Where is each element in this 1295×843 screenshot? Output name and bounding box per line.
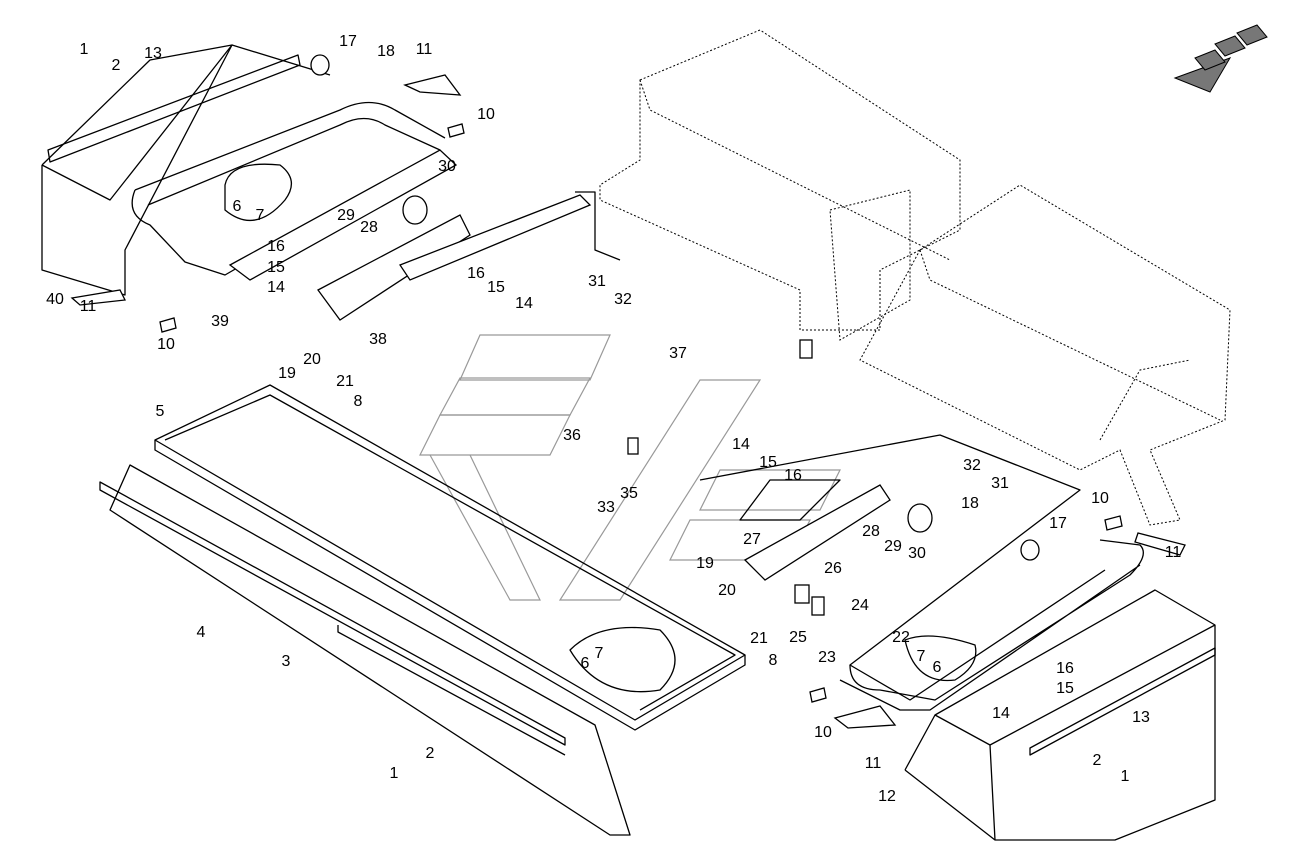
callout-14: 14 [732,436,750,453]
callout-4: 4 [197,624,206,641]
callout-14: 14 [515,295,533,312]
callout-12: 12 [878,788,896,805]
lever [575,191,621,261]
callout-11: 11 [865,755,882,772]
callout-29: 29 [337,207,355,224]
callout-15: 15 [1056,680,1074,697]
callout-10: 10 [477,106,495,123]
callout-1: 1 [80,41,89,58]
callout-40: 40 [46,291,64,308]
callout-15: 15 [759,454,777,471]
small-brackets [70,74,1186,729]
callout-8: 8 [354,393,363,410]
callout-24: 24 [851,597,869,614]
callout-32: 32 [963,457,981,474]
callout-26: 26 [824,560,842,577]
callout-18: 18 [961,495,979,512]
rubber-mount [310,54,330,76]
cover-plate [99,464,631,836]
travel-direction-arrow-icon [1173,24,1268,93]
callout-3: 3 [282,653,291,670]
callout-22: 22 [892,629,910,646]
callout-16: 16 [1056,660,1074,677]
callout-31: 31 [991,475,1009,492]
callout-21: 21 [336,373,354,390]
clamp [627,437,639,455]
clamp [799,339,813,359]
callout-11: 11 [416,41,433,58]
clamp [794,584,810,604]
callout-31: 31 [588,273,606,290]
callout-33: 33 [597,499,615,516]
clamp [811,596,825,616]
callout-20: 20 [718,582,736,599]
callout-32: 32 [614,291,632,308]
bracket [317,214,471,321]
callout-29: 29 [884,538,902,555]
callout-23: 23 [818,649,836,666]
callout-2: 2 [1093,752,1102,769]
hopper-outline [599,29,1231,526]
right-guard [904,589,1216,841]
callout-8: 8 [769,652,778,669]
callout-28: 28 [862,523,880,540]
callout-39: 39 [211,313,229,330]
callout-11: 11 [1165,544,1182,561]
callout-30: 30 [438,158,456,175]
callout-19: 19 [278,365,296,382]
callout-30: 30 [908,545,926,562]
callout-14: 14 [992,705,1010,722]
callout-25: 25 [789,629,807,646]
rubber-mount [907,503,933,533]
callout-10: 10 [814,724,832,741]
callout-18: 18 [377,43,395,60]
rubber-mount [402,195,428,225]
bracket-plate [399,194,592,281]
callout-36: 36 [563,427,581,444]
callout-15: 15 [487,279,505,296]
callout-17: 17 [339,33,357,50]
callout-7: 7 [595,645,604,662]
callout-16: 16 [267,238,285,255]
callout-35: 35 [620,485,638,502]
callout-28: 28 [360,219,378,236]
callout-19: 19 [696,555,714,572]
callout-21: 21 [750,630,768,647]
callout-6: 6 [581,655,590,672]
callout-14: 14 [267,279,285,296]
rubber-mount [1020,539,1040,561]
callout-13: 13 [1132,709,1150,726]
callout-27: 27 [743,531,761,548]
callout-20: 20 [303,351,321,368]
callout-2: 2 [426,745,435,762]
callout-1: 1 [390,765,399,782]
callout-13: 13 [144,45,162,62]
callout-5: 5 [156,403,165,420]
right-mounting-frame [699,434,1144,711]
callout-7: 7 [917,648,926,665]
callout-10: 10 [157,336,175,353]
callout-38: 38 [369,331,387,348]
callout-16: 16 [784,467,802,484]
callout-17: 17 [1049,515,1067,532]
left-guard [41,44,331,296]
callout-6: 6 [233,198,242,215]
callout-15: 15 [267,259,285,276]
left-mounting-frame [131,101,458,281]
callout-11: 11 [80,298,97,315]
callout-6: 6 [933,659,942,676]
callout-10: 10 [1091,490,1109,507]
callout-1: 1 [1121,768,1130,785]
callout-16: 16 [467,265,485,282]
callout-7: 7 [256,207,265,224]
callout-2: 2 [112,57,121,74]
callout-37: 37 [669,345,687,362]
long-frame [154,384,746,731]
